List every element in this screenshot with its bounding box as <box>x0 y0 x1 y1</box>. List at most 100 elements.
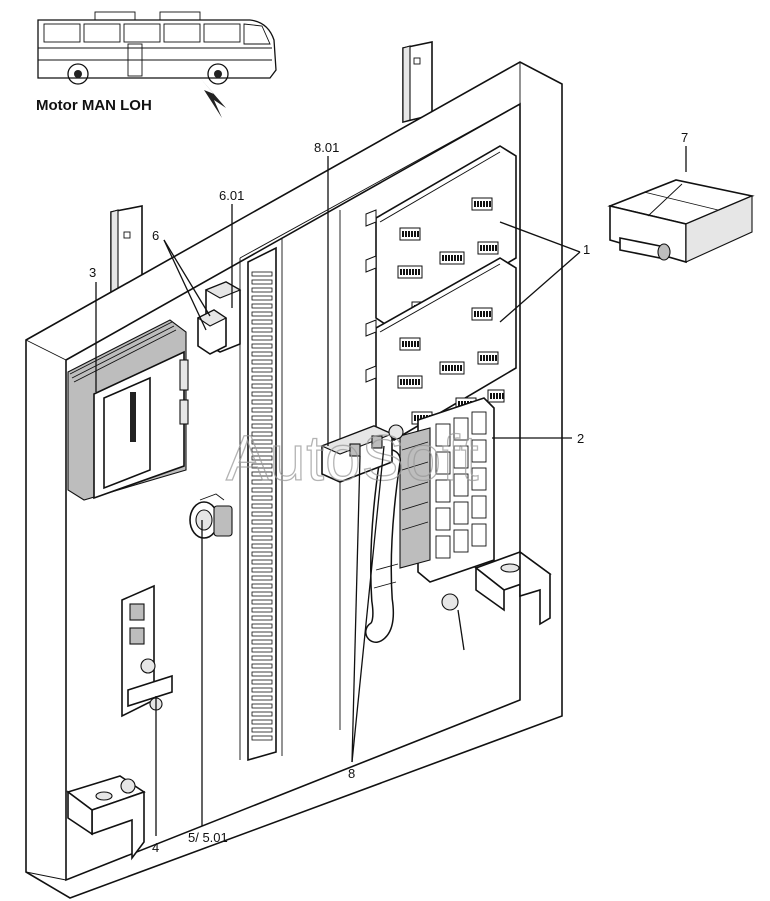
connector-pin <box>418 379 420 385</box>
duct-slot <box>251 607 273 613</box>
connector-pin <box>489 355 491 361</box>
duct-slot <box>251 527 273 533</box>
duct-slot <box>251 495 273 501</box>
module-cell <box>435 507 451 531</box>
callout-6: 6 <box>152 228 159 243</box>
duct-slot <box>251 623 273 629</box>
connector-pin <box>454 255 456 261</box>
connector-pin <box>400 379 402 385</box>
duct-slot <box>251 447 273 453</box>
duct-slot <box>251 655 273 661</box>
connector-pin <box>461 401 463 407</box>
duct-slot <box>251 727 273 733</box>
callout-3: 3 <box>89 265 96 280</box>
connector-pin <box>408 231 410 237</box>
duct-slot <box>251 631 273 637</box>
connector-pin <box>442 255 444 261</box>
fuse-socket-5 <box>189 493 233 539</box>
mount-bracket-bottom-right <box>441 550 552 651</box>
bus-icon <box>37 11 277 118</box>
duct-slot <box>251 511 273 517</box>
module-cell <box>471 411 487 435</box>
duct-slot <box>251 719 273 725</box>
duct-slot <box>251 519 273 525</box>
connector-pin <box>411 231 413 237</box>
connector-pin <box>483 355 485 361</box>
duct-slot <box>251 287 273 293</box>
module-cell <box>453 417 469 441</box>
duct-slot <box>251 327 273 333</box>
connector-pin <box>495 245 497 251</box>
connector-pin <box>477 311 479 317</box>
duct-slot <box>251 471 273 477</box>
connector-pin <box>483 201 485 207</box>
connector-pin <box>486 355 488 361</box>
module-cell <box>435 451 451 475</box>
connector-pin <box>493 393 495 399</box>
duct-slot <box>251 423 273 429</box>
watermark: AutoSoft <box>226 422 480 494</box>
duct-slot <box>251 647 273 653</box>
module-cell <box>471 467 487 491</box>
top-bracket-right <box>402 41 433 124</box>
connector-pin <box>445 255 447 261</box>
duct-slot <box>251 703 273 709</box>
module-cell <box>435 535 451 559</box>
connector-pin <box>412 269 414 275</box>
duct-slot <box>251 271 273 277</box>
connector-pin <box>477 201 479 207</box>
duct-slot <box>251 687 273 693</box>
duct-slot <box>251 295 273 301</box>
connector-pin <box>408 341 410 347</box>
duct-slot <box>251 375 273 381</box>
callout-5: 5/ 5.01 <box>188 830 228 845</box>
callout-6-01: 6.01 <box>219 188 244 203</box>
connector-pin <box>454 365 456 371</box>
module-cell <box>453 473 469 497</box>
duct-slot <box>251 319 273 325</box>
connector-pin <box>495 355 497 361</box>
connector-pin <box>445 365 447 371</box>
duct-slot <box>251 415 273 421</box>
callout-8-01: 8.01 <box>314 140 339 155</box>
duct-slot <box>251 367 273 373</box>
module-cell <box>471 523 487 547</box>
duct-slot <box>251 663 273 669</box>
connector-pin <box>412 379 414 385</box>
accessory-unit-7 <box>607 179 755 264</box>
connector-pin <box>415 269 417 275</box>
duct-slot <box>251 615 273 621</box>
connector-pin <box>414 341 416 347</box>
module-cell <box>435 423 451 447</box>
connector-pin <box>489 245 491 251</box>
connector-pin <box>400 269 402 275</box>
module-cell <box>453 529 469 553</box>
duct-slot <box>251 583 273 589</box>
arrow-icon <box>200 78 226 118</box>
connector-pin <box>483 245 485 251</box>
board-clip <box>365 209 377 227</box>
duct-slot <box>251 311 273 317</box>
duct-slot <box>251 503 273 509</box>
connector-pin <box>414 415 416 421</box>
connector-pin <box>490 393 492 399</box>
connector-pin <box>448 365 450 371</box>
connector-pin <box>405 231 407 237</box>
board-clip <box>365 255 377 273</box>
connector-pin <box>451 365 453 371</box>
duct-slot <box>251 487 273 493</box>
duct-slot <box>251 383 273 389</box>
connector-pin <box>451 255 453 261</box>
connector-pin <box>489 311 491 317</box>
connector-pin <box>480 201 482 207</box>
connector-pin <box>502 393 504 399</box>
duct-slot <box>251 463 273 469</box>
module-cell <box>471 439 487 463</box>
duct-slot <box>251 343 273 349</box>
connector-pin <box>480 355 482 361</box>
holder-8 <box>320 424 404 483</box>
connector-pin <box>486 201 488 207</box>
connector-pin <box>448 255 450 261</box>
vehicle-label: Motor MAN LOH <box>36 97 152 114</box>
